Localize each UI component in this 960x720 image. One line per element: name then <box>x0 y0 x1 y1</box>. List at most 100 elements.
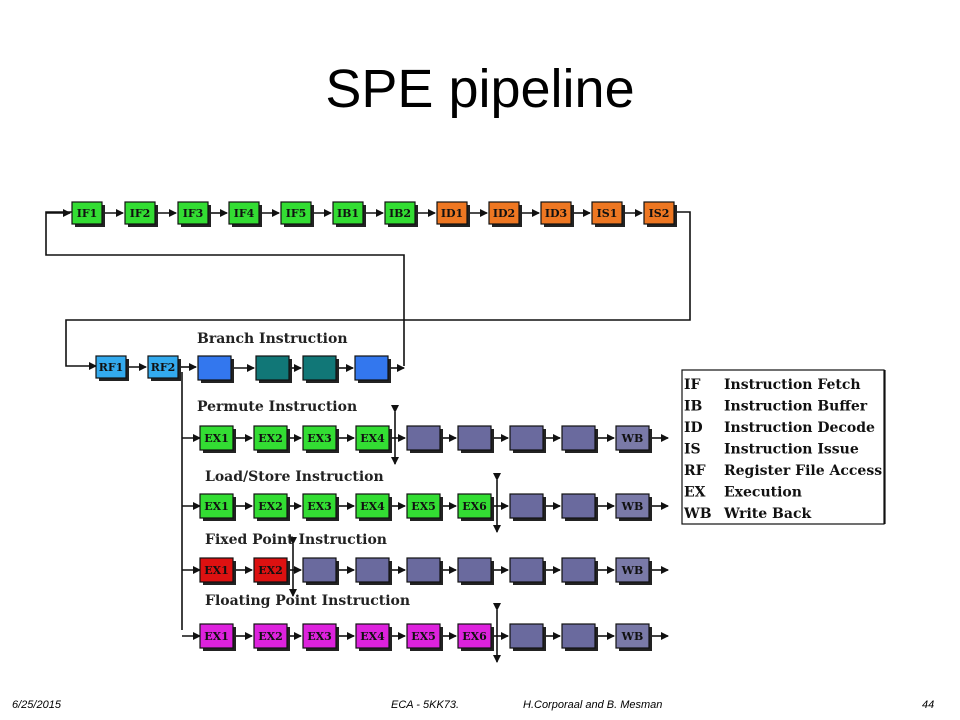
stage-ib1: IB1 <box>332 201 366 227</box>
stage-if4: IF4 <box>228 201 262 227</box>
fixed-point-stage-7 <box>509 557 546 585</box>
register-file-row: RF1 RF2 <box>95 355 197 381</box>
stage-is2-label: IS2 <box>649 207 670 220</box>
load-store-stage-5-label: EX5 <box>411 500 436 513</box>
floating-point-row: EX1 EX2 EX3 EX4 EX5 EX6 WB <box>199 603 669 663</box>
load-store-stage-1: EX1 <box>199 493 236 521</box>
spe-pipeline-diagram: IF1 IF2 IF3 IF4 IF5 IB1 IB2 ID1 ID2 ID3 IS1 IS2 RF1… <box>45 201 886 663</box>
floating-point-stage-7 <box>509 623 546 651</box>
floating-point-stage-9: WB <box>615 623 652 651</box>
floating-point-stage-2-label: EX2 <box>258 630 283 643</box>
stage-rf2: RF2 <box>147 355 181 381</box>
stage-is2: IS2 <box>643 201 677 227</box>
fixed-point-stage-1: EX1 <box>199 557 236 585</box>
fixed-point-stage-3 <box>302 557 339 585</box>
stage-rf1: RF1 <box>95 355 129 381</box>
stage-if3: IF3 <box>177 201 211 227</box>
floating-point-stage-9-label: WB <box>621 630 644 643</box>
fixed-point-stage-8 <box>561 557 598 585</box>
stage-id3-label: ID3 <box>545 207 567 220</box>
stage-rf1-label: RF1 <box>99 361 124 374</box>
floating-point-stage-4: EX4 <box>355 623 392 651</box>
permute-stage-3: EX3 <box>302 425 339 453</box>
stage-ib2-label: IB2 <box>389 207 411 220</box>
legend-abbr-id: ID <box>684 420 703 436</box>
legend-meaning-wb: Write Back <box>723 506 811 522</box>
stage-if5: IF5 <box>280 201 314 227</box>
permute-row: EX1 EX2 EX3 EX4 WB <box>199 405 669 465</box>
fixed-point-stage-2-label: EX2 <box>258 564 283 577</box>
floating-point-stage-2: EX2 <box>253 623 290 651</box>
legend-meaning-if: Instruction Fetch <box>724 377 861 393</box>
load-store-stage-6-label: EX6 <box>462 500 487 513</box>
floating-point-stage-5-label: EX5 <box>411 630 436 643</box>
permute-title: Permute Instruction <box>197 399 357 415</box>
fixed-point-title: Fixed Point Instruction <box>205 532 387 548</box>
floating-point-stage-1: EX1 <box>199 623 236 651</box>
fixed-point-stage-1-label: EX1 <box>204 564 229 577</box>
load-store-stage-9: WB <box>615 493 652 521</box>
branch-stage-2 <box>255 355 292 383</box>
floating-point-stage-3-label: EX3 <box>307 630 332 643</box>
load-store-stage-2: EX2 <box>253 493 290 521</box>
load-store-title: Load/Store Instruction <box>205 469 384 485</box>
permute-stage-8 <box>561 425 598 453</box>
pipeline-connectors <box>45 211 691 640</box>
load-store-stage-2-label: EX2 <box>258 500 283 513</box>
footer-course: ECA - 5KK73. <box>391 699 460 711</box>
stage-id2: ID2 <box>488 201 522 227</box>
fixed-point-row: EX1 EX2 WB <box>199 537 669 597</box>
stage-if2: IF2 <box>124 201 158 227</box>
permute-stage-4-label: EX4 <box>360 432 385 445</box>
permute-stage-4: EX4 <box>355 425 392 453</box>
load-store-stage-9-label: WB <box>621 500 644 513</box>
legend-abbr-wb: WB <box>683 506 712 522</box>
fixed-point-stage-2: EX2 <box>253 557 290 585</box>
load-store-stage-3: EX3 <box>302 493 339 521</box>
load-store-stage-1-label: EX1 <box>204 500 229 513</box>
fixed-point-stage-4 <box>355 557 392 585</box>
front-end-row: IF1 IF2 IF3 IF4 IF5 IB1 IB2 ID1 ID2 ID3 IS1 IS2 <box>46 201 677 227</box>
load-store-stage-3-label: EX3 <box>307 500 332 513</box>
legend-meaning-ib: Instruction Buffer <box>724 399 868 415</box>
permute-stage-1-label: EX1 <box>204 432 229 445</box>
fixed-point-stage-6 <box>457 557 494 585</box>
legend-abbr-ib: IB <box>684 399 703 415</box>
permute-stage-2-label: EX2 <box>258 432 283 445</box>
floating-point-stage-6: EX6 <box>457 623 494 651</box>
slide-title: SPE pipeline <box>325 59 635 119</box>
permute-stage-2: EX2 <box>253 425 290 453</box>
stage-id3: ID3 <box>540 201 574 227</box>
legend-abbr-if: IF <box>684 377 701 393</box>
stage-ib1-label: IB1 <box>337 207 359 220</box>
stage-id2-label: ID2 <box>493 207 515 220</box>
branch-title: Branch Instruction <box>197 331 348 347</box>
stage-if1-label: IF1 <box>77 207 98 220</box>
stage-rf2-label: RF2 <box>151 361 176 374</box>
stage-is1-label: IS1 <box>597 207 618 220</box>
legend-abbr-rf: RF <box>684 463 706 479</box>
stage-id1-label: ID1 <box>441 207 463 220</box>
floating-point-stage-8 <box>561 623 598 651</box>
permute-stage-3-label: EX3 <box>307 432 332 445</box>
load-store-stage-8 <box>561 493 598 521</box>
load-store-stage-6: EX6 <box>457 493 494 521</box>
stage-ib2: IB2 <box>384 201 418 227</box>
branch-stage-1 <box>197 355 234 383</box>
stage-id1: ID1 <box>436 201 470 227</box>
floating-point-stage-5: EX5 <box>406 623 443 651</box>
load-store-stage-4-label: EX4 <box>360 500 385 513</box>
fixed-point-stage-9: WB <box>615 557 652 585</box>
floating-point-stage-6-label: EX6 <box>462 630 487 643</box>
stage-if1: IF1 <box>71 201 105 227</box>
load-store-stage-5: EX5 <box>406 493 443 521</box>
floating-point-stage-4-label: EX4 <box>360 630 385 643</box>
permute-stage-9: WB <box>615 425 652 453</box>
load-store-stage-4: EX4 <box>355 493 392 521</box>
legend-meaning-ex: Execution <box>724 485 802 501</box>
legend-meaning-id: Instruction Decode <box>724 420 875 436</box>
branch-row <box>197 355 405 383</box>
permute-stage-1: EX1 <box>199 425 236 453</box>
stage-if3-label: IF3 <box>183 207 204 220</box>
